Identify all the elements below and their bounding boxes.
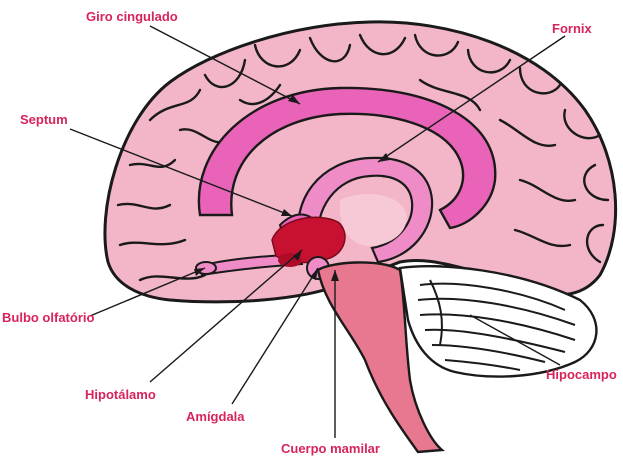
label-hipotalamo: Hipotálamo	[85, 388, 156, 401]
label-bulbo-olfatorio: Bulbo olfatório	[2, 311, 94, 324]
label-septum: Septum	[20, 113, 68, 126]
label-amigdala: Amígdala	[186, 410, 245, 423]
label-hipocampo: Hipocampo	[546, 368, 617, 381]
label-cuerpo-mamilar: Cuerpo mamilar	[281, 442, 380, 455]
label-fornix: Fornix	[552, 22, 592, 35]
label-giro-cingulado: Giro cingulado	[86, 10, 178, 23]
